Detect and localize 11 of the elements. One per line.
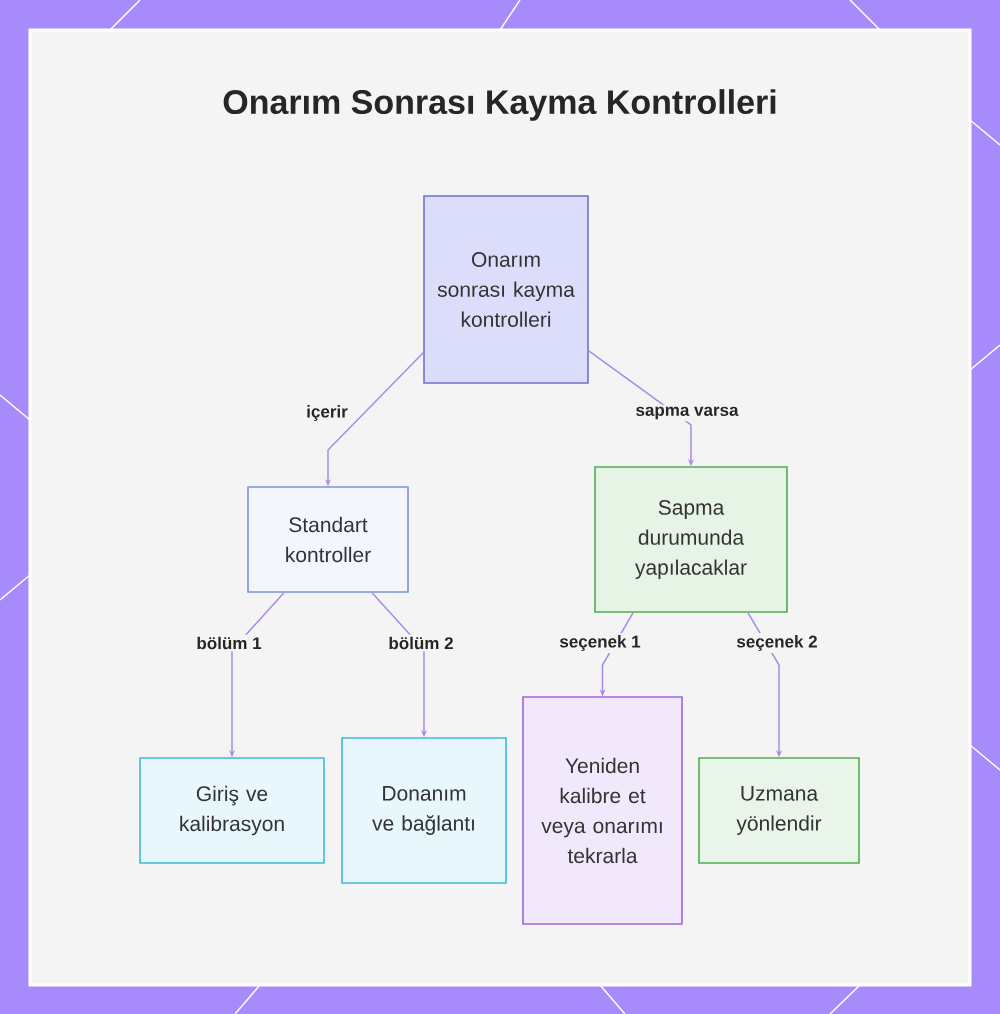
process-box: Standart kontroller — [247, 486, 409, 593]
process-box: Onarım sonrası kayma kontrolleri — [423, 195, 589, 384]
process-box: Uzmana yönlendir — [698, 757, 860, 864]
process-box: Yeniden kalibre et veya onarımı tekrarla — [522, 696, 683, 925]
process-box: Sapma durumunda yapılacaklar — [594, 466, 788, 613]
edge-label: seçenek 2 — [734, 633, 820, 653]
process-box: Giriş ve kalibrasyon — [139, 757, 325, 864]
edge-label: seçenek 1 — [557, 633, 643, 653]
title: Onarım Sonrası Kayma Kontrolleri — [223, 89, 776, 121]
process-box: Donanım ve bağlantı — [341, 737, 507, 884]
edge-label: içerir — [304, 403, 350, 423]
